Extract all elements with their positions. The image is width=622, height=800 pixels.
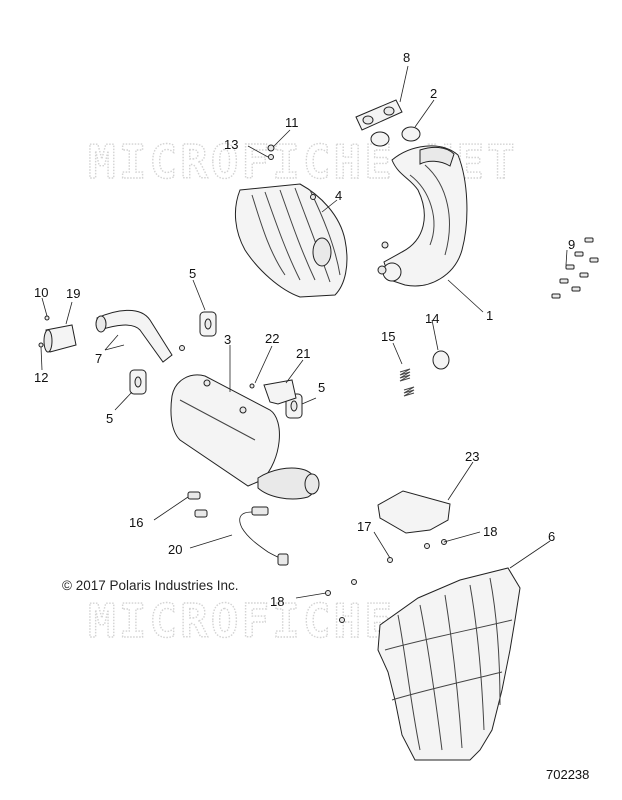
callout-5-left: 5 xyxy=(106,411,113,426)
part-isolator-b xyxy=(129,369,147,395)
part-fastener-18 xyxy=(424,543,430,549)
part-fastener-17 xyxy=(387,557,393,563)
callout-10: 10 xyxy=(34,285,48,300)
callout-2: 2 xyxy=(430,86,437,101)
part-fastener-d xyxy=(325,590,331,596)
part-springs xyxy=(399,368,415,397)
callout-23: 23 xyxy=(465,449,479,464)
part-tailpipe-tip xyxy=(38,315,77,353)
callout-3: 3 xyxy=(224,332,231,347)
callout-1: 1 xyxy=(486,308,493,323)
part-heat-shield-muffler xyxy=(377,567,521,761)
part-bracket xyxy=(249,379,297,405)
callouts: 8 2 11 13 4 1 9 5 3 22 21 5 5 7 10 19 12… xyxy=(34,50,575,609)
callout-18-right: 18 xyxy=(483,524,497,539)
callout-6: 6 xyxy=(548,529,555,544)
part-sensor-bolts xyxy=(187,491,208,518)
callout-12: 12 xyxy=(34,370,48,385)
part-grommet xyxy=(432,350,450,370)
document-number: 702238 xyxy=(546,767,590,782)
callout-4: 4 xyxy=(335,188,342,203)
part-fastener-e xyxy=(339,617,345,623)
callout-5-right: 5 xyxy=(318,380,325,395)
callout-15: 15 xyxy=(381,329,395,344)
callout-20: 20 xyxy=(168,542,182,557)
copyright-notice: © 2017 Polaris Industries Inc. xyxy=(62,578,239,593)
callout-5-top: 5 xyxy=(189,266,196,281)
callout-21: 21 xyxy=(296,346,310,361)
callout-16: 16 xyxy=(129,515,143,530)
part-seal-rings xyxy=(370,126,421,147)
part-inlet-pipe xyxy=(95,309,185,363)
leader-lines xyxy=(40,65,568,599)
part-nut-11 xyxy=(267,144,275,152)
callout-22: 22 xyxy=(265,331,279,346)
part-washer-13 xyxy=(268,154,274,160)
part-exhaust-header xyxy=(377,145,468,287)
part-bolts xyxy=(551,237,599,299)
part-stud xyxy=(310,194,316,200)
part-gasket xyxy=(355,99,403,131)
callout-18-left: 18 xyxy=(270,594,284,609)
callout-17: 17 xyxy=(357,519,371,534)
part-fastener-c xyxy=(351,579,357,585)
part-isolator-a xyxy=(199,311,217,337)
callout-19: 19 xyxy=(66,286,80,301)
callout-13: 13 xyxy=(224,137,238,152)
callout-8: 8 xyxy=(403,50,410,65)
part-oxygen-sensor xyxy=(239,506,289,566)
part-muffler xyxy=(170,374,320,500)
part-heat-shield-small xyxy=(377,490,451,534)
callout-7: 7 xyxy=(95,351,102,366)
callout-9: 9 xyxy=(568,237,575,252)
part-heat-shield-header xyxy=(235,183,348,298)
callout-14: 14 xyxy=(425,311,439,326)
callout-11: 11 xyxy=(285,115,299,130)
